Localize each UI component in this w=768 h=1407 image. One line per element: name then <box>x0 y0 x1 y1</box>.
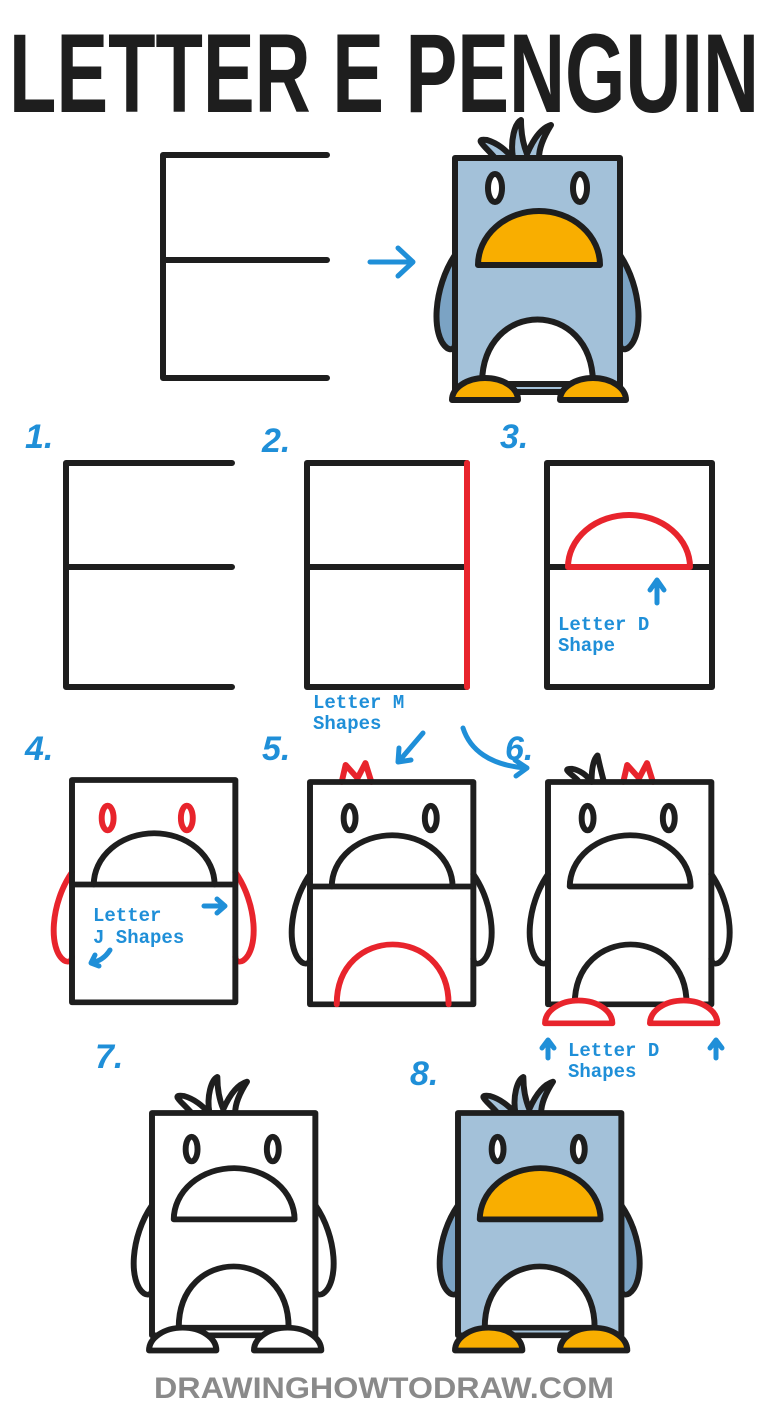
arrow-icon <box>395 730 426 765</box>
hero-penguin <box>433 120 642 403</box>
arrow-icon <box>201 896 228 916</box>
step-6-note-line1: Letter D <box>568 1040 659 1062</box>
step-4-drawing <box>50 777 257 1006</box>
step-7-label: 7. <box>95 1038 123 1076</box>
step-3-note-line2: Shape <box>558 635 615 657</box>
step-5-label: 5. <box>262 730 290 768</box>
arrow-icon <box>539 1037 557 1061</box>
step-7-drawing <box>130 1077 337 1354</box>
step-2-label: 2. <box>261 422 290 460</box>
step-4-note-line1: Letter <box>93 905 161 927</box>
step-3-label: 3. <box>500 418 528 456</box>
hero-letter-e <box>160 152 330 381</box>
step-6-note-line2: Shapes <box>568 1061 636 1083</box>
step-8-drawing <box>436 1077 643 1354</box>
step-4-label: 4. <box>24 730 53 768</box>
arrow-icon <box>460 725 530 779</box>
page-title: LETTER E PENGUIN <box>9 11 759 136</box>
step-1-label: 1. <box>25 418 53 456</box>
step-1-drawing <box>63 460 235 690</box>
step-5-drawing <box>288 760 495 1008</box>
step-2-drawing <box>304 460 470 690</box>
step-3-drawing: Letter D Shape <box>544 460 715 690</box>
arrow-icon <box>88 947 113 969</box>
step-5-note-line2: Shapes <box>313 713 381 735</box>
footer-site-name: DRAWINGHOWTODRAW.COM <box>154 1372 614 1405</box>
arrow-icon <box>707 1037 725 1061</box>
step-4-note-line2: J Shapes <box>93 927 184 949</box>
step-6-drawing <box>526 752 733 1027</box>
step-5-note-line1: Letter M <box>313 692 404 714</box>
arrow-icon <box>367 245 416 279</box>
step-3-note-line1: Letter D <box>558 614 649 636</box>
step-8-label: 8. <box>410 1055 438 1093</box>
